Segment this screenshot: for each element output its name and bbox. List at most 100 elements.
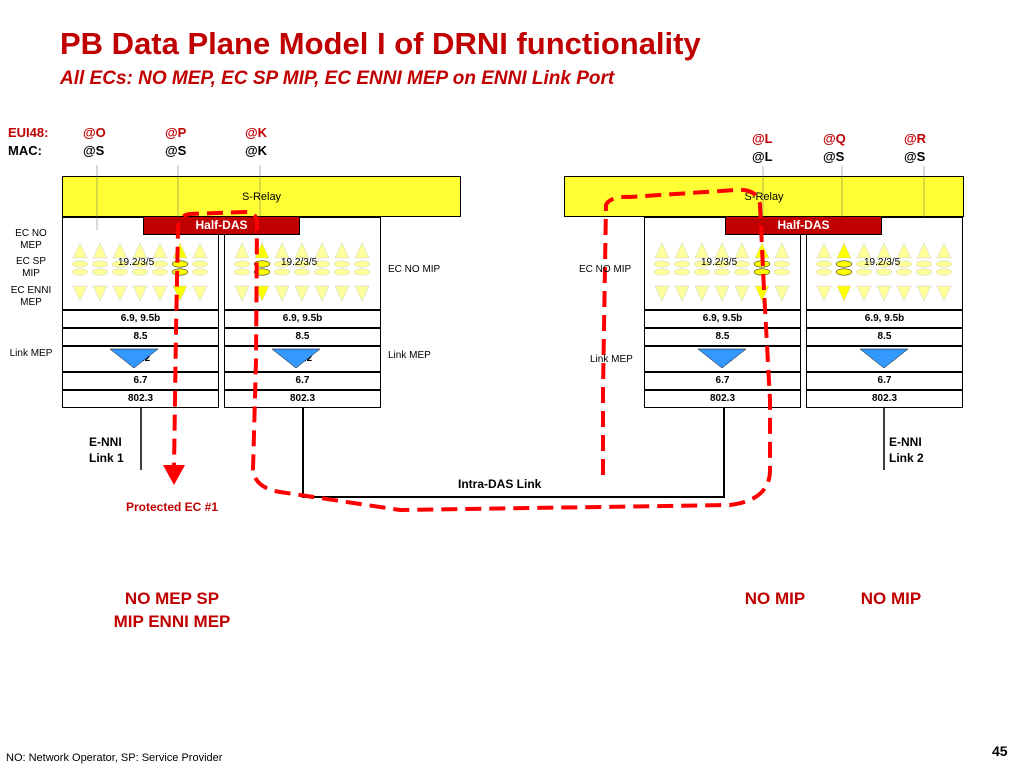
- mip-oval-icon: [273, 260, 291, 268]
- port2-layer-69: 6.9, 9.5b: [224, 310, 381, 328]
- mep-up-icon: [734, 242, 750, 259]
- mep-up-icon: [72, 242, 88, 259]
- port4-layer-8023: 802.3: [806, 390, 963, 408]
- mep-up-icon: [132, 242, 148, 259]
- mep-up-icon: [774, 242, 790, 259]
- mac-s-3: @S: [823, 149, 845, 164]
- mep-up-icon: [916, 242, 932, 259]
- ec-enni-mep-label: EC ENNI MEP: [10, 285, 52, 308]
- mac-s-2: @S: [165, 143, 187, 158]
- mip-oval-icon: [353, 260, 371, 268]
- mip-oval-icon: [71, 260, 89, 268]
- mip-oval-icon: [233, 268, 251, 276]
- mep-up-icon: [112, 242, 128, 259]
- link-mep-mid: Link MEP: [388, 350, 431, 361]
- page-title: PB Data Plane Model I of DRNI functional…: [60, 26, 701, 61]
- mip-oval-icon: [915, 260, 933, 268]
- mip-oval-icon: [191, 268, 209, 276]
- mip-oval-icon: [313, 260, 331, 268]
- mip-oval-icon: [835, 268, 853, 276]
- mep-down-icon: [674, 285, 690, 302]
- link-mep-label: Link MEP: [9, 348, 53, 359]
- mac-s-1: @S: [83, 143, 105, 158]
- mac-l: @L: [752, 149, 773, 164]
- mep-down-icon: [274, 285, 290, 302]
- mep-down-icon: [916, 285, 932, 302]
- mip-oval-icon: [935, 268, 953, 276]
- mip-oval-icon: [333, 268, 351, 276]
- mep-down-icon: [172, 285, 188, 302]
- mip-oval-icon: [895, 260, 913, 268]
- mac-k: @K: [245, 143, 268, 158]
- eui-l: @L: [752, 131, 773, 146]
- eui-p: @P: [165, 125, 187, 140]
- mep-down-icon: [152, 285, 168, 302]
- mep-down-icon: [816, 285, 832, 302]
- right-summary-1: NO MIP: [744, 589, 806, 608]
- ec-no-mep-label: EC NO MEP: [15, 228, 47, 251]
- mip-oval-icon: [131, 260, 149, 268]
- mep-down-icon: [132, 285, 148, 302]
- link-mep-icon-3: [697, 348, 747, 369]
- port3-layer-69: 6.9, 9.5b: [644, 310, 801, 328]
- mep-down-icon: [714, 285, 730, 302]
- mip-oval-icon: [835, 260, 853, 268]
- mip-oval-icon: [693, 260, 711, 268]
- mip-symbols: [71, 242, 953, 302]
- mep-up-icon: [274, 242, 290, 259]
- intra-das-link-label: Intra-DAS Link: [458, 477, 542, 491]
- mip-oval-icon: [713, 260, 731, 268]
- mep-down-icon: [694, 285, 710, 302]
- mip-oval-icon: [773, 260, 791, 268]
- port2-layer-85: 8.5: [224, 328, 381, 346]
- port1-layer-69: 6.9, 9.5b: [62, 310, 219, 328]
- mep-up-icon: [294, 242, 310, 259]
- eui-k: @K: [245, 125, 268, 140]
- mep-up-icon: [192, 242, 208, 259]
- ec-no-mip-right: EC NO MIP: [579, 264, 632, 275]
- half-das-right: Half-DAS: [725, 216, 882, 235]
- mep-up-icon: [876, 242, 892, 259]
- mep-down-icon: [354, 285, 370, 302]
- mip-oval-icon: [815, 260, 833, 268]
- mip-oval-icon: [273, 268, 291, 276]
- eui-r: @R: [904, 131, 927, 146]
- mep-up-icon: [936, 242, 952, 259]
- mep-down-icon: [774, 285, 790, 302]
- s-relay-left: S-Relay: [62, 176, 461, 217]
- protected-ec-path: [172, 187, 772, 513]
- eui48-label: EUI48:: [8, 125, 49, 140]
- mep-up-icon: [816, 242, 832, 259]
- protected-ec-arrowhead: [163, 465, 185, 485]
- link-mep-right: Link MEP: [590, 354, 633, 365]
- right-summary-2: NO MIP: [860, 589, 922, 608]
- mip-oval-icon: [91, 260, 109, 268]
- mip-oval-icon: [895, 268, 913, 276]
- mip-oval-icon: [855, 268, 873, 276]
- port2-top-label: 19.2/3/5: [281, 257, 318, 268]
- mep-up-icon: [856, 242, 872, 259]
- mep-down-icon: [192, 285, 208, 302]
- mip-oval-icon: [191, 260, 209, 268]
- enni-link-2-label: E-NNI Link 2: [889, 435, 924, 465]
- port3-layer-8023: 802.3: [644, 390, 801, 408]
- page-subtitle: All ECs: NO MEP, EC SP MIP, EC ENNI MEP …: [60, 68, 615, 89]
- link-mep-icon-4: [859, 348, 909, 369]
- mep-down-icon: [856, 285, 872, 302]
- mip-oval-icon: [815, 268, 833, 276]
- mep-down-icon: [234, 285, 250, 302]
- mep-up-icon: [92, 242, 108, 259]
- mep-down-icon: [294, 285, 310, 302]
- mip-oval-icon: [171, 268, 189, 276]
- port4-layer-67: 6.7: [806, 372, 963, 390]
- mac-s-4: @S: [904, 149, 926, 164]
- mip-oval-icon: [935, 260, 953, 268]
- link-mep-icon-1: [109, 348, 159, 369]
- mip-oval-icon: [111, 260, 129, 268]
- mip-oval-icon: [131, 268, 149, 276]
- mip-oval-icon: [353, 268, 371, 276]
- mip-oval-icon: [653, 260, 671, 268]
- intra-das-link-line: [302, 408, 725, 498]
- port4-layer-69: 6.9, 9.5b: [806, 310, 963, 328]
